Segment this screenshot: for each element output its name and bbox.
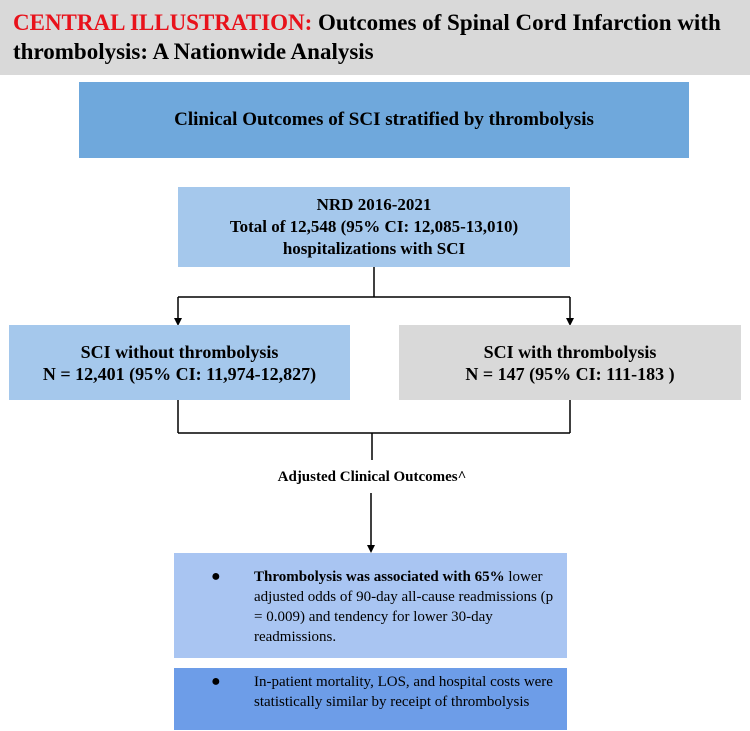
outcome-bold-text: Thrombolysis was associated with 65% <box>254 569 505 585</box>
nrd-cohort-box: NRD 2016-2021 Total of 12,548 (95% CI: 1… <box>178 187 570 267</box>
nrd-line-1: NRD 2016-2021 <box>316 195 432 214</box>
outcome-box-readmissions: ● Thrombolysis was associated with 65% l… <box>174 553 567 658</box>
outcome-detail-text: lower adjusted odds of 90-day all-cause … <box>254 569 554 645</box>
with-thrombolysis-box: SCI with thrombolysis N = 147 (95% CI: 1… <box>399 325 741 400</box>
header-title: CENTRAL ILLUSTRATION: Outcomes of Spinal… <box>13 8 738 66</box>
outcome-text-readmissions: Thrombolysis was associated with 65% low… <box>254 567 554 647</box>
without-thrombolysis-box: SCI without thrombolysis N = 12,401 (95%… <box>9 325 350 400</box>
nrd-line-2: Total of 12,548 (95% CI: 12,085-13,010) <box>229 217 519 236</box>
header-banner: CENTRAL ILLUSTRATION: Outcomes of Spinal… <box>0 0 750 75</box>
adjusted-outcomes-label: Adjusted Clinical Outcomes^ <box>277 469 467 485</box>
outcome-text-mortality: In-patient mortality, LOS, and hospital … <box>254 674 553 710</box>
title-box-text: Clinical Outcomes of SCI stratified by t… <box>174 109 594 130</box>
nrd-line-3: hospitalizations with SCI <box>282 239 466 258</box>
outcome-box-mortality: ● In-patient mortality, LOS, and hospita… <box>174 668 567 730</box>
without-thrombolysis-label: SCI without thrombolysis <box>80 341 279 362</box>
bullet-icon: ● <box>211 568 221 585</box>
illustration-title: Outcomes of Spinal Cord Infarction with … <box>13 10 721 64</box>
clinical-outcomes-title-box: Clinical Outcomes of SCI stratified by t… <box>79 82 689 158</box>
with-thrombolysis-label: SCI with thrombolysis <box>483 341 657 362</box>
with-thrombolysis-count: N = 147 (95% CI: 111-183 ) <box>465 363 675 384</box>
without-thrombolysis-count: N = 12,401 (95% CI: 11,974-12,827) <box>42 363 317 384</box>
bullet-icon: ● <box>211 673 221 690</box>
central-illustration-label: CENTRAL ILLUSTRATION: <box>13 10 313 35</box>
